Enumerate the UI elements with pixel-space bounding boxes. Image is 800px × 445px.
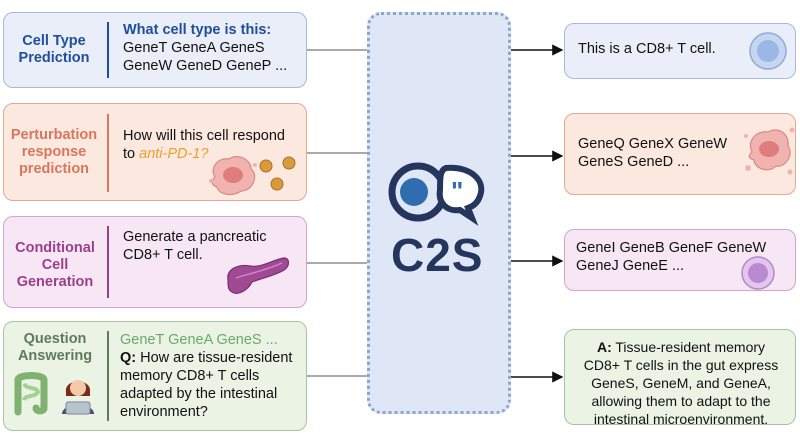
qa-separator: [107, 331, 109, 421]
conditional-card: [3, 216, 307, 308]
perturbation-separator: [107, 114, 109, 192]
cell-type-prompt: What cell type is this: GeneT GeneA Gene…: [123, 22, 288, 74]
c2s-model-block: [367, 12, 511, 414]
cell-type-separator: [107, 22, 109, 78]
cell-type-label: Cell Type Prediction: [18, 33, 90, 66]
c2s-logo-text: C2S: [391, 229, 484, 281]
perturbation-label: Perturbation response prediction: [10, 127, 98, 177]
cell-type-card: [3, 12, 307, 88]
antibody-particles-icon: [259, 156, 296, 191]
cancer-cell-icon: [209, 156, 257, 196]
conditional-label: Conditional Cell Generation: [15, 240, 95, 290]
svg-text:": ": [451, 176, 463, 206]
damaged-cell-icon: [744, 127, 795, 175]
c2s-logo-icon: ": [388, 162, 485, 226]
qa-output: A: Tissue-resident memory CD8+ T cells i…: [564, 329, 796, 427]
conditional-separator: [107, 226, 109, 298]
intestine-icon: [14, 372, 48, 416]
perturbation-card: [3, 103, 307, 201]
pancreas-icon: [227, 257, 290, 294]
qa-card: [3, 321, 307, 431]
pancreatic-t-cell-icon: [741, 256, 775, 290]
perturbation-prompt: How will this cell respond to anti-PD-1?: [123, 128, 285, 162]
researcher-icon: [62, 380, 94, 415]
qa-label: Question Answering: [17, 331, 93, 364]
conditional-prompt: Generate a pancreatic CD8+ T cell.: [123, 229, 267, 263]
qa-prompt: GeneT GeneA GeneS ... Q: How are tissue-…: [120, 332, 293, 420]
t-cell-icon: [749, 32, 787, 70]
